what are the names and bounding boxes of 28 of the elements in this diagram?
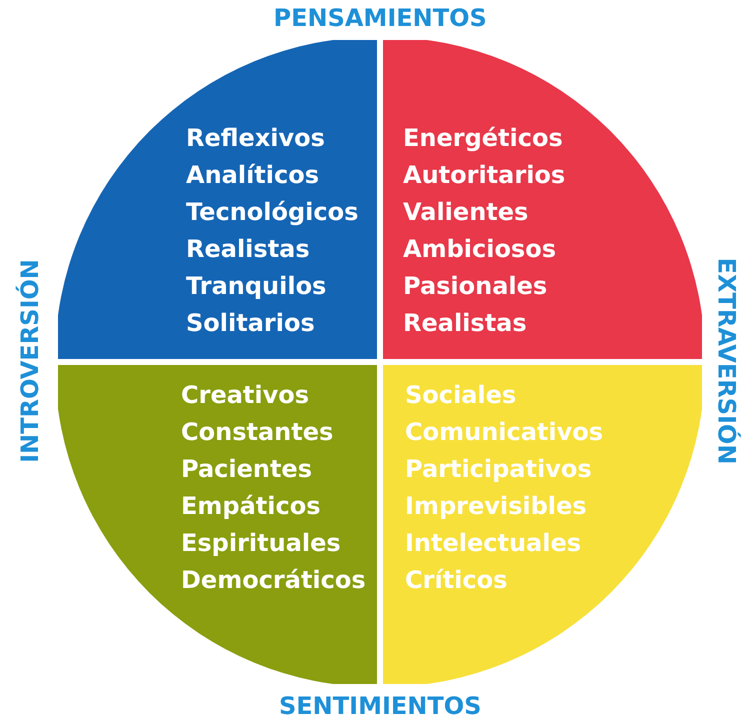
axis-label: PENSAMIENTOS [274, 4, 487, 32]
trait-text: Constantes [181, 417, 334, 448]
trait-text: Críticos [405, 565, 508, 596]
axis-label: SENTIMIENTOS [279, 692, 482, 720]
trait-text: Solitarios [186, 308, 315, 339]
trait-text: Autoritarios [403, 160, 566, 191]
trait-text: Realistas [403, 308, 527, 339]
trait-text: Ambiciosos [403, 234, 556, 265]
trait-text: Comunicativos [405, 417, 604, 448]
trait-text: Imprevisibles [405, 491, 587, 522]
trait-text: Participativos [405, 454, 592, 485]
trait-text: Espirituales [181, 528, 341, 559]
trait-text: Analíticos [186, 160, 320, 191]
trait-text: Intelectuales [405, 528, 582, 559]
trait-text: Creativos [181, 380, 310, 411]
trait-text: Empáticos [181, 491, 320, 522]
axis-label: INTROVERSIÓN [16, 259, 44, 463]
trait-text: Pacientes [181, 454, 312, 485]
trait-text: Pasionales [403, 271, 548, 302]
trait-text: Valientes [403, 197, 528, 228]
trait-text: Tecnológicos [186, 197, 358, 228]
axis-label: EXTRAVERSIÓN [712, 258, 740, 464]
trait-text: Realistas [186, 234, 310, 265]
trait-text: Reflexivos [186, 123, 325, 154]
trait-text: Tranquilos [186, 271, 326, 302]
trait-text: Sociales [405, 380, 516, 411]
trait-text: Democráticos [181, 565, 366, 596]
trait-text: Energéticos [403, 123, 563, 154]
